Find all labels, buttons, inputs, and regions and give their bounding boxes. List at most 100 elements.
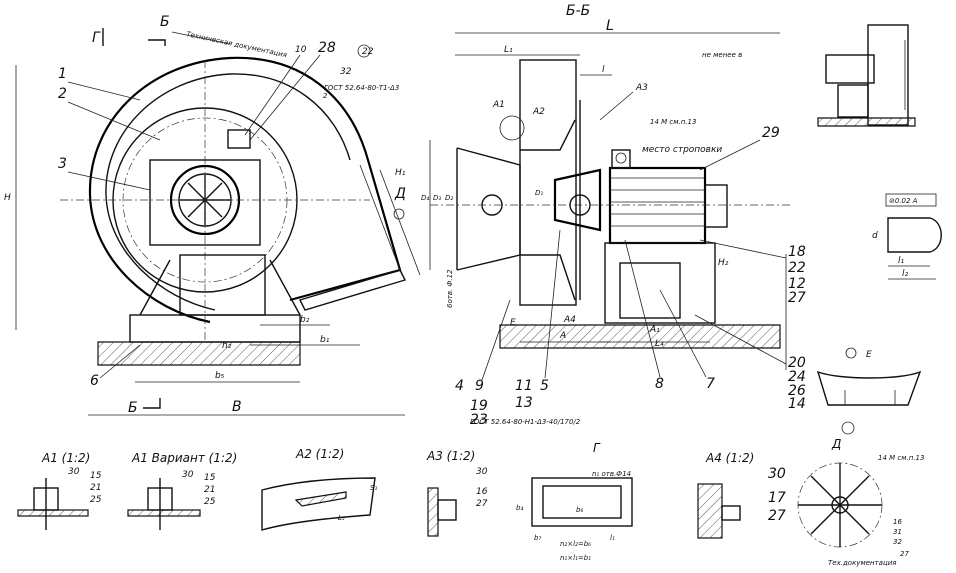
svg-text:18: 18 — [788, 244, 806, 260]
svg-text:6: 6 — [90, 373, 99, 389]
svg-text:21: 21 — [90, 483, 101, 493]
detail-a2-title: A2 (1:2) — [295, 447, 344, 461]
dim-h2: h₂ — [222, 341, 232, 351]
svg-text:11: 11 — [515, 378, 533, 394]
dim-A1: A₁ — [649, 325, 660, 335]
detail-a1: A1 (1:2) 30 15 21 25 — [17, 451, 102, 530]
svg-text:14 М см.п.13: 14 М см.п.13 — [878, 454, 924, 462]
svg-text:n₁×l₁=b₁: n₁×l₁=b₁ — [560, 554, 591, 562]
svg-text:25: 25 — [90, 495, 102, 505]
svg-text:d: d — [872, 231, 878, 241]
svg-text:27: 27 — [768, 508, 786, 524]
front-callouts: 1 2 3 6 10 28 32 22 2 — [58, 40, 374, 389]
section-mark-note: 14 М см.п.13 — [650, 118, 696, 126]
zone-E: E — [510, 318, 516, 328]
detail-d: Д 14 М см.п.13 Тех.документация 16 31 32… — [797, 421, 924, 567]
svg-text:l₁: l₁ — [610, 534, 615, 542]
svg-text:29: 29 — [762, 125, 780, 141]
svg-text:16: 16 — [476, 487, 488, 497]
dim-A: A — [559, 331, 566, 341]
svg-text:30: 30 — [476, 467, 488, 477]
svg-text:23: 23 — [470, 412, 488, 428]
svg-text:30: 30 — [768, 466, 786, 482]
svg-text:A4: A4 — [563, 315, 576, 325]
svg-text:19: 19 — [470, 398, 488, 414]
svg-text:n₂×l₂=b₆: n₂×l₂=b₆ — [560, 540, 591, 548]
svg-text:32: 32 — [340, 67, 352, 77]
section-callouts-right: 29 18 22 12 27 20 24 26 14 — [694, 125, 806, 412]
svg-text:14: 14 — [788, 396, 806, 412]
svg-text:16: 16 — [893, 518, 902, 526]
svg-text:27: 27 — [788, 290, 806, 306]
dim-H1: H₁ — [395, 168, 406, 178]
dim-D2: D₂ — [445, 194, 453, 202]
svg-text:7: 7 — [706, 376, 715, 392]
svg-text:10: 10 — [295, 45, 307, 55]
svg-text:30: 30 — [68, 467, 80, 477]
section-view-title: Б-Б — [566, 3, 590, 19]
holes-note: 6отв. Ф.12 — [446, 269, 454, 308]
svg-text:l₁: l₁ — [898, 256, 905, 266]
svg-text:2: 2 — [323, 92, 328, 100]
detail-g-title: Г — [593, 441, 601, 455]
detail-g: Г n₁ отв.Ф14 b₆ b₄ b₇ n₂×l₂=b₆ n₁×l₁=b₁ … — [516, 441, 633, 562]
svg-text:22: 22 — [788, 260, 806, 276]
svg-text:15: 15 — [204, 473, 216, 483]
svg-text:13: 13 — [515, 395, 533, 411]
tolerance-mark: ⊘0.02 A — [889, 197, 918, 205]
dim-b1: b₁ — [320, 335, 330, 345]
front-view-title: Г — [92, 30, 101, 46]
tech-doc-note: Техническая документация — [186, 30, 288, 59]
svg-text:5: 5 — [540, 378, 549, 394]
dim-H2: H₂ — [718, 258, 729, 268]
svg-text:n₁ отв.Ф14: n₁ отв.Ф14 — [592, 470, 631, 478]
detail-a4-title: A4 (1:2) — [705, 451, 754, 465]
detail-a4: A4 (1:2) 30 17 27 — [697, 451, 786, 539]
shaft-key-detail: ⊘0.02 A d l₁ l₂ — [872, 193, 942, 280]
impeller-hub — [553, 168, 602, 232]
svg-text:25: 25 — [204, 497, 216, 507]
svg-text:32: 32 — [893, 538, 902, 546]
svg-text:b₄: b₄ — [516, 504, 523, 512]
view-arrow-D: Д — [394, 186, 406, 202]
svg-text:22: 22 — [362, 47, 374, 57]
detail-a3-title: A3 (1:2) — [426, 449, 475, 463]
svg-text:15: 15 — [90, 471, 102, 481]
inlet-cone — [456, 147, 521, 271]
lifting-point-note: место строповки — [642, 145, 722, 155]
svg-text:A1: A1 — [492, 100, 505, 110]
dim-L1: L₁ — [504, 45, 513, 55]
svg-text:4: 4 — [455, 378, 464, 394]
detail-d-title: Д — [831, 437, 841, 451]
detail-a3: A3 (1:2) 30 16 27 — [426, 449, 488, 537]
section-callouts-bottom: 4 9 19 23 11 5 13 8 7 — [455, 229, 715, 428]
svg-text:A2: A2 — [532, 107, 545, 117]
dim-D4: D₄ — [421, 194, 429, 202]
dim-l: l — [602, 65, 605, 75]
detail-a1v-title: A1 Вариант (1:2) — [131, 451, 237, 465]
motor-body — [608, 166, 707, 245]
svg-text:31: 31 — [893, 528, 902, 536]
svg-text:8: 8 — [655, 376, 664, 392]
svg-text:30: 30 — [182, 470, 194, 480]
detail-a1-title: A1 (1:2) — [41, 451, 90, 465]
svg-text:27: 27 — [900, 550, 909, 558]
detail-e: E — [816, 347, 922, 406]
svg-text:20: 20 — [788, 355, 806, 371]
svg-text:L₅: L₅ — [338, 514, 345, 522]
svg-text:b₇: b₇ — [534, 534, 541, 542]
svg-text:9: 9 — [475, 378, 484, 394]
svg-text:21: 21 — [204, 485, 215, 495]
svg-text:26: 26 — [788, 383, 806, 399]
front-base-slab — [97, 341, 301, 366]
detail-a2: A2 (1:2) S₁ L₅ — [261, 447, 377, 531]
section-mark-bottom: Б — [128, 400, 138, 416]
section-gost-note: ГОСТ 52.64-80-Н1-Δ3-40/170/2 — [470, 418, 581, 426]
dim-b2: b₂ — [300, 315, 310, 325]
section-base-slab — [499, 324, 781, 349]
svg-text:28: 28 — [318, 40, 336, 56]
detail-e-title: E — [866, 350, 872, 360]
dim-L: L — [606, 18, 614, 34]
detail-a1-variant: A1 Вариант (1:2) 30 15 21 25 — [127, 451, 237, 530]
